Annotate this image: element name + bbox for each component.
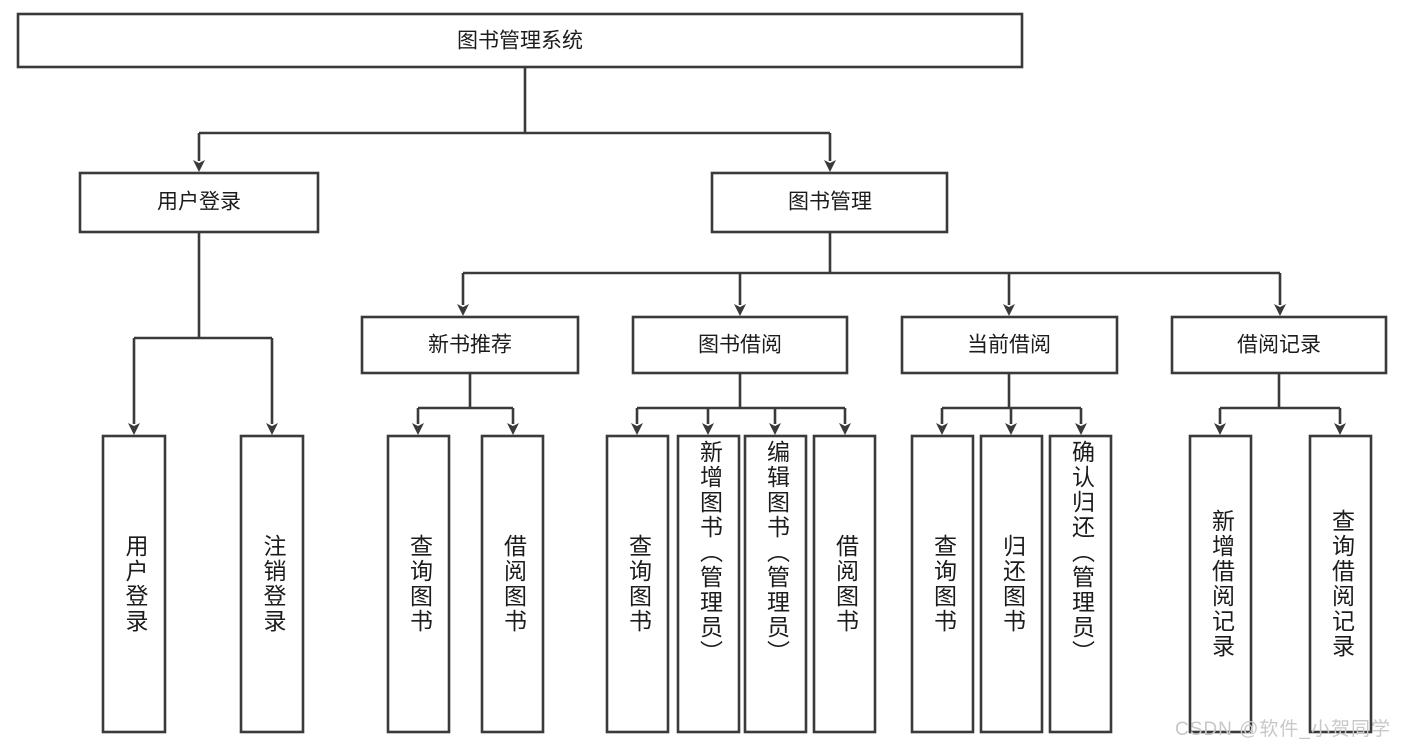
node-book-manage-label: 图书管理 bbox=[788, 191, 872, 214]
node-user-login[interactable]: 用户登录 bbox=[78, 171, 320, 234]
leaf-box-return-book[interactable] bbox=[979, 434, 1044, 734]
leaf-box-edit-book-admin[interactable] bbox=[743, 434, 808, 734]
node-current-borrow[interactable]: 当前借阅 bbox=[900, 315, 1119, 375]
node-borrow-record-label: 借阅记录 bbox=[1237, 334, 1321, 357]
leaf-box-add-borrow-record[interactable] bbox=[1188, 434, 1253, 734]
node-borrow-record[interactable]: 借阅记录 bbox=[1170, 315, 1388, 375]
leaf-box-borrow-book-1[interactable] bbox=[480, 434, 545, 734]
node-book-borrow-label: 图书借阅 bbox=[698, 334, 782, 357]
leaf-box-borrow-book-2[interactable] bbox=[812, 434, 877, 734]
node-new-book-recommend-label: 新书推荐 bbox=[428, 334, 512, 357]
node-user-login-label: 用户登录 bbox=[157, 191, 241, 214]
leaf-box-add-book-admin[interactable] bbox=[676, 434, 741, 734]
leaf-box-logout[interactable] bbox=[239, 434, 305, 734]
leaf-box-confirm-return-admin[interactable] bbox=[1048, 434, 1113, 734]
leaf-box-query-book-2[interactable] bbox=[605, 434, 670, 734]
node-book-borrow[interactable]: 图书借阅 bbox=[631, 315, 849, 375]
leaf-box-query-book-3[interactable] bbox=[910, 434, 975, 734]
node-book-manage[interactable]: 图书管理 bbox=[710, 171, 949, 234]
node-new-book-recommend[interactable]: 新书推荐 bbox=[360, 315, 580, 375]
node-current-borrow-label: 当前借阅 bbox=[967, 334, 1051, 357]
leaf-box-query-borrow-record[interactable] bbox=[1308, 434, 1373, 734]
leaf-box-user-login[interactable] bbox=[101, 434, 167, 734]
node-root-label: 图书管理系统 bbox=[457, 30, 583, 53]
node-root[interactable]: 图书管理系统 bbox=[16, 12, 1024, 69]
leaf-box-query-book-1[interactable] bbox=[386, 434, 451, 734]
